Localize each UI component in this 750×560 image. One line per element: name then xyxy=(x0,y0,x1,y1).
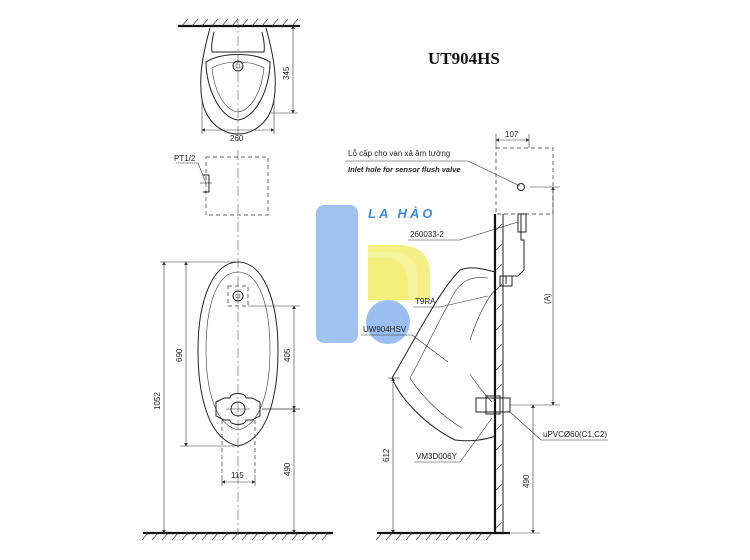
outlet-pipe-label: uPVCØ60(C1,C2) xyxy=(543,430,607,439)
front-view: PT1/2 1052 690 405 490 xyxy=(141,150,333,541)
front-outlet-width-dim: 115 xyxy=(231,471,244,480)
part-body-label: UW904HSV xyxy=(363,325,407,334)
side-outlet-height-dim: 490 xyxy=(522,474,531,488)
thread-label: PT1/2 xyxy=(174,154,196,163)
inlet-note-en: Inlet hole for sensor flush valve xyxy=(348,165,461,174)
top-depth-dim: 345 xyxy=(282,66,291,80)
side-view: 107 Lỗ cấp cho van xả âm tường Inlet hol… xyxy=(346,130,608,541)
front-bowl-height-dim: 690 xyxy=(175,348,184,362)
watermark-logo: LA HÀO xyxy=(316,205,435,344)
side-variable-dim: (A) xyxy=(543,293,552,304)
side-rim-height-dim: 612 xyxy=(382,448,391,462)
front-outlet-height-dim: 490 xyxy=(283,462,292,476)
front-spud-height-dim: 405 xyxy=(283,348,292,362)
watermark-brand-text: LA HÀO xyxy=(368,206,435,221)
part-valve-label: 260033-2 xyxy=(410,230,444,239)
inlet-note-vi: Lỗ cấp cho van xả âm tường xyxy=(348,149,450,158)
part-hanger-label: VM3D006Y xyxy=(416,452,458,461)
top-width-dim: 260 xyxy=(230,134,244,143)
front-total-height-dim: 1052 xyxy=(153,392,162,410)
side-offset-dim: 107 xyxy=(505,130,519,139)
part-trap-label: T9RA xyxy=(415,297,436,306)
top-view: 260 345 xyxy=(178,18,300,144)
drawing-title: UT904HS xyxy=(428,49,500,68)
